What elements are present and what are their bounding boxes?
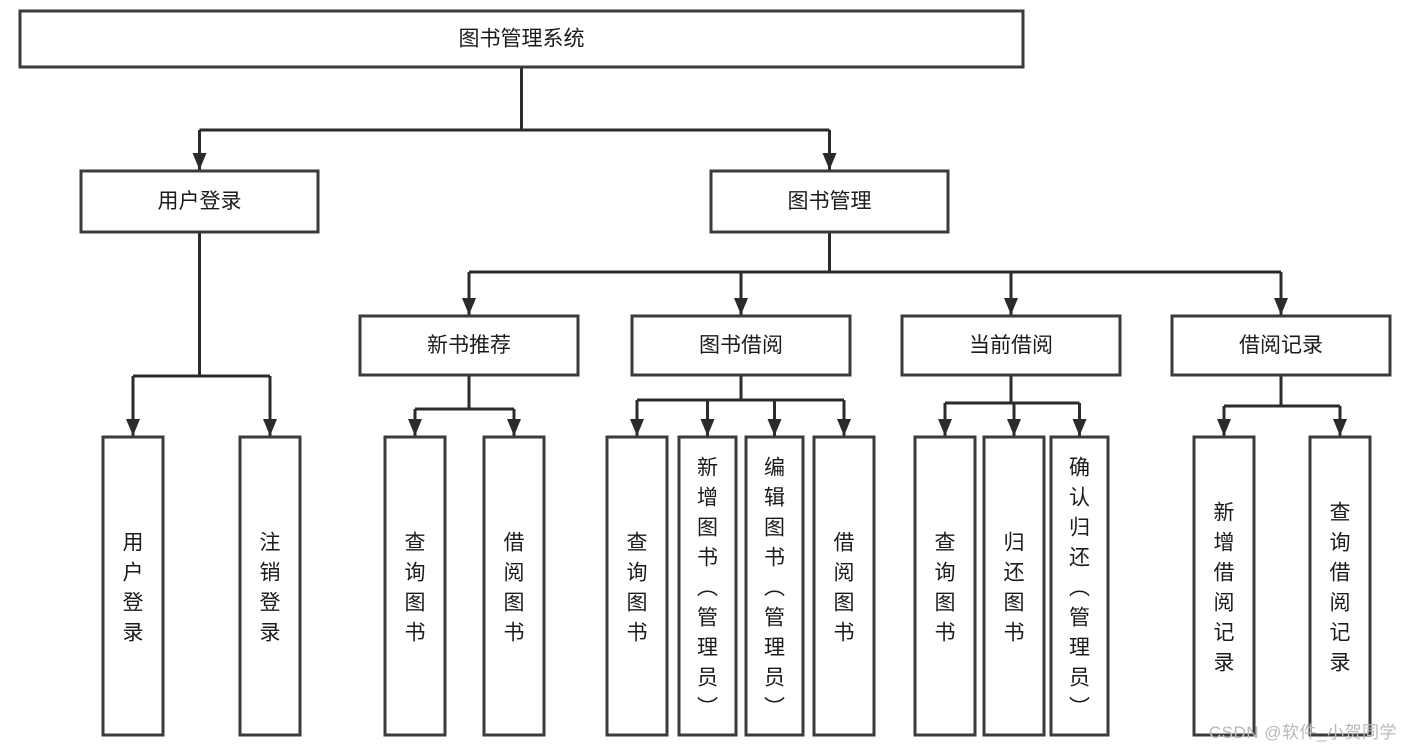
node-label-leaf-query-book-borrow: 查询图书	[627, 531, 648, 644]
node-label-leaf-add-record: 新增借阅记录	[1214, 501, 1235, 674]
node-box-borrow-record[interactable]	[1170, 314, 1392, 377]
node-label-leaf-user-login: 用户登录	[123, 531, 144, 644]
node-box-leaf-return-book[interactable]	[982, 435, 1046, 737]
arrow-head-icon	[630, 419, 644, 436]
connector-layer	[126, 67, 1347, 436]
arrow-head-icon	[126, 419, 140, 436]
node-label-leaf-borrow-book-rec: 借阅图书	[504, 531, 525, 644]
node-label-root: 图书管理系统	[459, 28, 585, 51]
node-label-user-login: 用户登录	[158, 190, 242, 213]
node-box-user-login[interactable]	[79, 169, 320, 234]
arrow-head-icon	[263, 419, 277, 436]
node-box-new-book-recommend[interactable]	[358, 314, 580, 377]
node-box-leaf-add-book[interactable]	[677, 435, 738, 737]
node-borrow-record[interactable]: 借阅记录	[1170, 314, 1392, 377]
node-leaf-query-record[interactable]: 查询借阅记录	[1308, 435, 1372, 737]
node-label-current-borrow: 当前借阅	[969, 334, 1053, 357]
node-leaf-query-book-rec[interactable]: 查询图书	[383, 435, 447, 737]
node-box-leaf-borrow-book-rec[interactable]	[482, 435, 546, 737]
node-label-leaf-logout: 注销登录	[260, 531, 281, 644]
node-box-current-borrow[interactable]	[900, 314, 1122, 377]
node-label-leaf-edit-book: 编辑图书︵管理员︶	[764, 456, 785, 719]
node-leaf-confirm-return[interactable]: 确认归还︵管理员︶	[1049, 435, 1110, 737]
node-label-leaf-query-book-rec: 查询图书	[405, 531, 426, 644]
node-book-borrow[interactable]: 图书借阅	[630, 314, 852, 377]
node-label-book-manage: 图书管理	[788, 190, 872, 213]
node-leaf-user-login[interactable]: 用户登录	[101, 435, 165, 737]
node-leaf-add-record[interactable]: 新增借阅记录	[1192, 435, 1256, 737]
node-label-new-book-recommend: 新书推荐	[427, 334, 511, 357]
node-label-borrow-record: 借阅记录	[1239, 334, 1323, 357]
arrow-head-icon	[1333, 419, 1347, 436]
node-box-leaf-edit-book[interactable]	[744, 435, 805, 737]
node-leaf-query-book-cur[interactable]: 查询图书	[913, 435, 977, 737]
node-label-leaf-add-book: 新增图书︵管理员︶	[697, 456, 718, 719]
arrow-head-icon	[1217, 419, 1231, 436]
node-label-leaf-return-book: 归还图书	[1004, 531, 1025, 644]
arrow-head-icon	[462, 298, 476, 315]
connector-group	[1217, 375, 1347, 436]
node-label-book-borrow: 图书借阅	[699, 334, 783, 357]
arrow-head-icon	[192, 153, 207, 170]
node-box-book-borrow[interactable]	[630, 314, 852, 377]
node-box-leaf-borrow-book[interactable]	[812, 435, 876, 737]
arrow-head-icon	[1274, 298, 1288, 315]
node-new-book-recommend[interactable]: 新书推荐	[358, 314, 580, 377]
connector-group	[938, 375, 1087, 436]
node-layer: 图书管理系统用户登录图书管理新书推荐图书借阅当前借阅借阅记录用户登录注销登录查询…	[18, 9, 1392, 737]
node-leaf-borrow-book[interactable]: 借阅图书	[812, 435, 876, 737]
connector-group	[192, 67, 837, 170]
arrow-head-icon	[837, 419, 851, 436]
node-box-leaf-query-book-cur[interactable]	[913, 435, 977, 737]
node-label-leaf-confirm-return: 确认归还︵管理员︶	[1069, 456, 1090, 719]
node-box-book-manage[interactable]	[709, 169, 950, 234]
arrow-head-icon	[408, 419, 422, 436]
node-box-leaf-user-login[interactable]	[101, 435, 165, 737]
node-book-manage[interactable]: 图书管理	[709, 169, 950, 234]
connector-group	[630, 375, 851, 436]
node-box-leaf-query-record[interactable]	[1308, 435, 1372, 737]
arrow-head-icon	[700, 419, 715, 436]
node-leaf-add-book[interactable]: 新增图书︵管理员︶	[677, 435, 738, 737]
node-label-leaf-query-book-cur: 查询图书	[935, 531, 956, 644]
node-root[interactable]: 图书管理系统	[18, 9, 1025, 69]
arrow-head-icon	[938, 419, 952, 436]
arrow-head-icon	[507, 419, 521, 436]
connector-group	[408, 375, 521, 436]
node-label-leaf-query-record: 查询借阅记录	[1330, 501, 1351, 674]
arrow-head-icon	[1072, 419, 1087, 436]
node-box-leaf-logout[interactable]	[238, 435, 302, 737]
node-leaf-return-book[interactable]: 归还图书	[982, 435, 1046, 737]
connector-group	[126, 232, 277, 436]
node-leaf-borrow-book-rec[interactable]: 借阅图书	[482, 435, 546, 737]
node-user-login[interactable]: 用户登录	[79, 169, 320, 234]
node-leaf-query-book-borrow[interactable]: 查询图书	[605, 435, 669, 737]
arrow-head-icon	[767, 419, 782, 436]
arrow-head-icon	[1007, 419, 1021, 436]
connector-group	[462, 232, 1288, 315]
node-box-root[interactable]	[18, 9, 1025, 69]
node-label-leaf-borrow-book: 借阅图书	[834, 531, 855, 644]
arrow-head-icon	[822, 153, 837, 170]
node-box-leaf-query-book-rec[interactable]	[383, 435, 447, 737]
arrow-head-icon	[734, 298, 748, 315]
node-box-leaf-add-record[interactable]	[1192, 435, 1256, 737]
node-current-borrow[interactable]: 当前借阅	[900, 314, 1122, 377]
arrow-head-icon	[1004, 298, 1018, 315]
node-box-leaf-confirm-return[interactable]	[1049, 435, 1110, 737]
node-leaf-edit-book[interactable]: 编辑图书︵管理员︶	[744, 435, 805, 737]
node-leaf-logout[interactable]: 注销登录	[238, 435, 302, 737]
node-box-leaf-query-book-borrow[interactable]	[605, 435, 669, 737]
